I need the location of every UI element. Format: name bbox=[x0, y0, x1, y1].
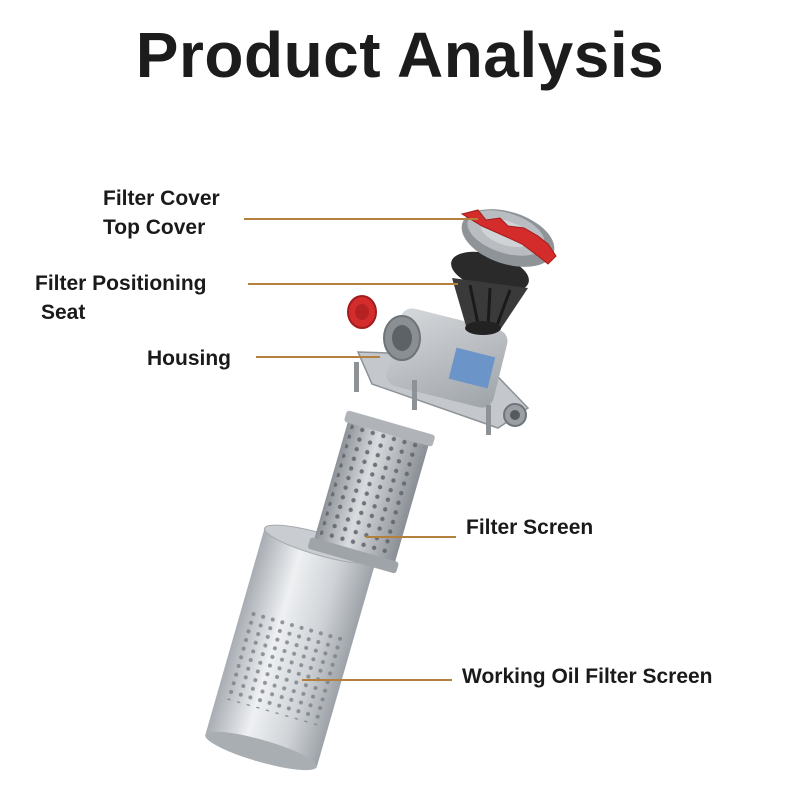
page-title: Product Analysis bbox=[135, 19, 665, 91]
leader-lines bbox=[244, 218, 478, 681]
label-filter-positioning-seat: Filter Positioning Seat bbox=[35, 269, 207, 327]
filter-cover-part bbox=[460, 209, 557, 267]
label-seat-line2: Seat bbox=[41, 301, 86, 324]
label-filter-cover: Filter Cover Top Cover bbox=[103, 184, 220, 242]
label-filter-screen: Filter Screen bbox=[466, 516, 594, 539]
label-top-cover-line2: Top Cover bbox=[103, 216, 206, 239]
label-seat-line1: Filter Positioning bbox=[35, 272, 207, 295]
filter-screen-part bbox=[308, 410, 435, 574]
label-working-oil-filter-screen: Working Oil Filter Screen bbox=[462, 665, 713, 688]
red-plug-part bbox=[347, 295, 377, 329]
housing-part bbox=[354, 308, 530, 435]
label-filter-cover-line1: Filter Cover bbox=[103, 187, 220, 210]
label-housing: Housing bbox=[147, 347, 231, 370]
